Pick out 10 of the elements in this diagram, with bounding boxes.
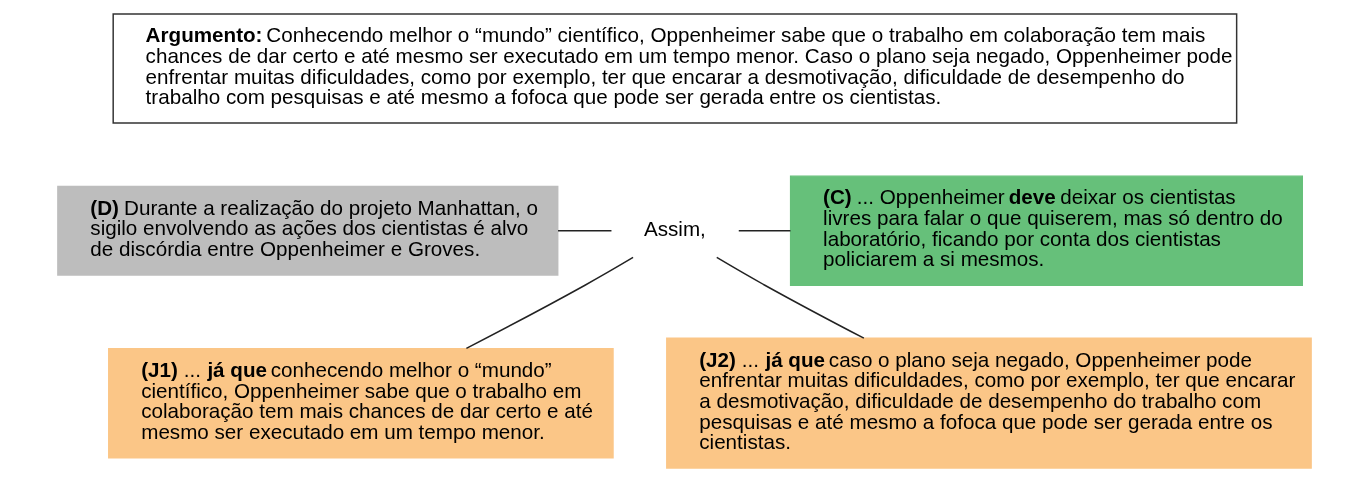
- node-text: Assim,: [643, 217, 706, 241]
- connector: [556, 229, 612, 232]
- node-box: (J2) ... já que caso o plano seja negado, Oppenheimer pode enfrentar muitas dificuldades, como por exemplo, ter que encarar a desmotivação, dificuldade de desempenho do trabalho com pesquisas e até mesmo a fofoca que pode ser gerada entre os cientistas.: [665, 337, 1312, 469]
- connector: [465, 256, 634, 350]
- node-box: (C) ... Oppenheimer deve deixar os cientistas livres para falar o que quiserem, mas só dentro do laboratório, ficando por conta dos cientistas policiarem a si mesmos.: [789, 175, 1303, 286]
- node-box: (J1) ... já que conhecendo melhor o “mundo” científico, Oppenheimer sabe que o trabalho em colaboração tem mais chances de dar certo e até mesmo ser executado em um tempo menor.: [107, 347, 614, 459]
- connector: [737, 229, 791, 232]
- connector: [715, 256, 865, 339]
- node-box: Argumento: Conhecendo melhor o “mundo” científico, Oppenheimer sabe que o trabalho em colaboração tem mais chances de dar certo e até mesmo ser executado em um tempo menor. Caso o plano seja negado, Oppenheimer pode enfrentar muitas dificuldades, como por exemplo, ter que encarar a desmotivação, dificuldade de desempenho do trabalho com pesquisas e até mesmo a fofoca que pode ser gerada entre os cientistas.: [111, 13, 1237, 124]
- node-box: (D) Durante a realização do projeto Manhattan, o sigilo envolvendo as ações dos cientistas é alvo de discórdia entre Oppenheimer e Groves.: [56, 185, 558, 276]
